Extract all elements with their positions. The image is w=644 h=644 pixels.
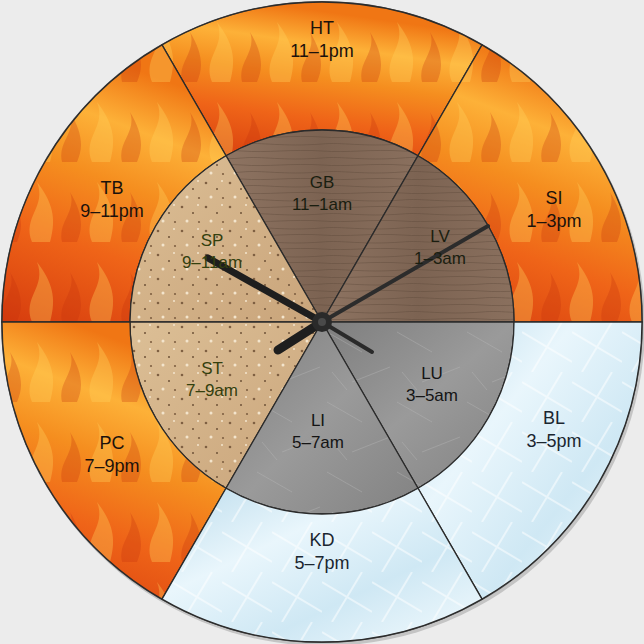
- sector-fill: [322, 156, 514, 322]
- organ-abbreviation: PC: [84, 432, 139, 455]
- time-range: 11–1am: [292, 194, 352, 216]
- organ-abbreviation: BL: [526, 407, 581, 430]
- sector-fill: [162, 488, 482, 642]
- time-range: 7–9pm: [84, 455, 139, 478]
- time-range: 7–9am: [186, 380, 238, 402]
- time-range: 3–5am: [406, 385, 458, 407]
- sector-label: KD5–7pm: [294, 529, 349, 576]
- organ-abbreviation: SP: [182, 230, 242, 252]
- hand-hub: [312, 312, 332, 332]
- sector-label: GB11–1am: [292, 172, 352, 216]
- sector-label: PC7–9pm: [84, 432, 139, 479]
- organ-abbreviation: LV: [414, 226, 466, 248]
- organ-abbreviation: ST: [186, 358, 238, 380]
- sector-label: LV1–3am: [414, 226, 466, 270]
- sector-shape: [128, 153, 324, 325]
- sector-fill: [226, 322, 418, 514]
- time-range: 5–7pm: [294, 552, 349, 575]
- sector-label: HT11–1pm: [290, 17, 354, 64]
- sector-fill: [130, 156, 322, 322]
- organ-abbreviation: LI: [292, 410, 344, 432]
- time-range: 9–11am: [182, 252, 242, 274]
- hand-pin: [318, 318, 326, 326]
- organ-abbreviation: LU: [406, 363, 458, 385]
- time-range: 1–3am: [414, 248, 466, 270]
- sector-shape: [320, 153, 516, 324]
- sector-label: ST7–9am: [186, 358, 238, 402]
- organ-abbreviation: HT: [290, 17, 354, 40]
- time-range: 1–3pm: [526, 210, 581, 233]
- minute-hand: [322, 226, 488, 322]
- sector-label: SI1–3pm: [526, 187, 581, 234]
- time-range: 5–7am: [292, 432, 344, 454]
- hour-hand: [208, 258, 322, 322]
- meridian-hour-sector: KD5–7pm: [159, 486, 484, 644]
- organ-abbreviation: TB: [80, 177, 144, 200]
- sector-fill: [322, 156, 514, 322]
- sector-label: LI5–7am: [292, 410, 344, 454]
- organ-hour-sector: LV1–3am: [320, 153, 516, 324]
- time-range: 9–11pm: [80, 200, 144, 223]
- sector-label: SP9–11am: [182, 230, 242, 274]
- time-range: 3–5pm: [526, 430, 581, 453]
- organ-abbreviation: GB: [292, 172, 352, 194]
- organ-abbreviation: KD: [294, 529, 349, 552]
- sector-fill: [130, 156, 322, 322]
- organ-hour-sector: LI5–7am: [223, 320, 420, 516]
- sector-label: LU3–5am: [406, 363, 458, 407]
- sector-label: BL3–5pm: [526, 407, 581, 454]
- time-range: 11–1pm: [290, 40, 354, 63]
- sector-label: TB9–11pm: [80, 177, 144, 224]
- organ-hour-sector: SP9–11am: [128, 153, 324, 325]
- organ-abbreviation: SI: [526, 187, 581, 210]
- sector-fill: [226, 322, 418, 514]
- sector-fill: [162, 488, 482, 642]
